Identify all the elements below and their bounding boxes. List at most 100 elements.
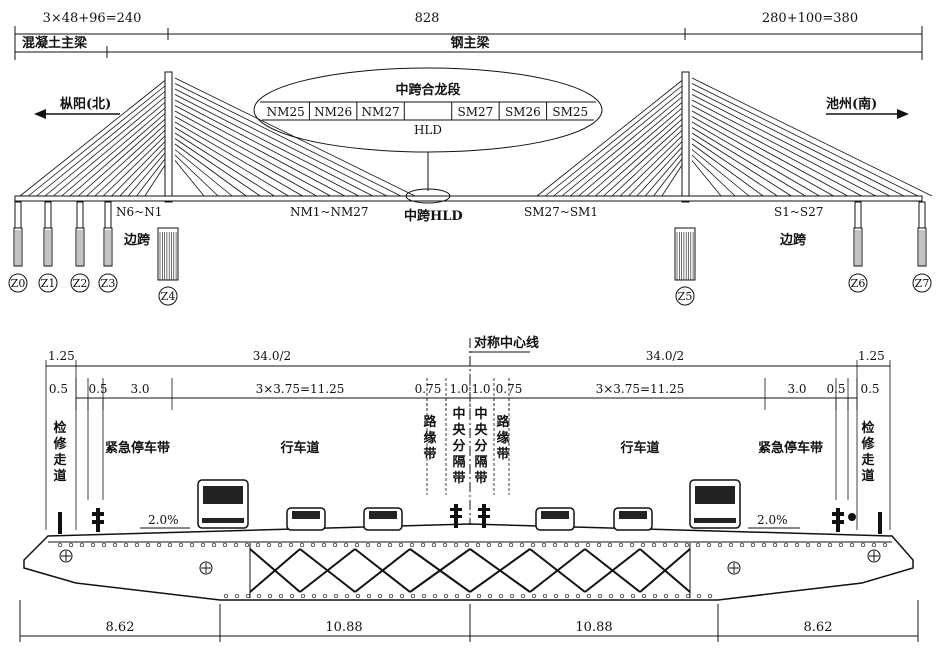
segment-label-s: S1~S27 (774, 205, 823, 219)
stay-cable (691, 88, 905, 197)
bottom-rib (377, 593, 383, 599)
stay-cable (691, 121, 820, 197)
stay-cable (127, 149, 169, 197)
bottom-rib (454, 593, 460, 599)
dim-main-span: 828 (415, 11, 440, 26)
pier-column (854, 201, 862, 229)
centerline-label: 对称中心线 (474, 335, 539, 351)
stay-cable (578, 105, 686, 197)
pier-marker (38, 273, 58, 293)
bottom-rib (289, 593, 295, 599)
stay-cable (691, 77, 933, 197)
box-girder-outline (23, 523, 914, 601)
side-span-label-south: 边跨 (779, 233, 807, 248)
deck-rib (585, 542, 591, 548)
bus-window (695, 486, 735, 504)
median-barrier-beam (450, 508, 462, 511)
stay-cable (691, 110, 848, 197)
bottom-dim-2: 10.88 (575, 620, 612, 635)
edge-dim-left: 1.25 (48, 349, 75, 363)
deck-rib (717, 542, 723, 548)
bottom-rib (399, 593, 405, 599)
stay-cable (36, 88, 169, 197)
deck-rib (882, 542, 888, 548)
sub-dim-left-4: 0.75 (415, 382, 442, 396)
deck-rib (475, 542, 481, 548)
deck-rib (497, 542, 503, 548)
truss-diagonal (529, 548, 586, 593)
pylon-south (681, 71, 690, 203)
bottom-rib (564, 593, 570, 599)
closure-segment-label: NM25 (267, 105, 305, 119)
stay-cable (561, 94, 686, 197)
truss-diagonal (409, 548, 471, 593)
stay-cable (603, 121, 686, 197)
deck-rib (189, 542, 195, 548)
stay-cable (636, 143, 686, 197)
deck-rib (101, 542, 107, 548)
north-arrow-icon (34, 109, 46, 119)
segment-label-n: N6~N1 (116, 205, 162, 219)
deck-rib (519, 542, 525, 548)
deck-rib (640, 542, 646, 548)
guardrail-beam (92, 520, 104, 524)
stay-cable (691, 160, 722, 197)
deck-rib (211, 542, 217, 548)
bottom-rib (663, 593, 669, 599)
pier-marker (70, 273, 90, 293)
segment-label-sm: SM27~SM1 (524, 205, 598, 219)
deck-rib (673, 542, 679, 548)
elevation-view: 3×48+96=240 828 280+100=380 混凝土主梁 钢主梁 枞阳… (8, 11, 933, 306)
deck-rib (156, 542, 162, 548)
deck-rib (662, 542, 668, 548)
pier-marker (912, 273, 932, 293)
bottom-rib (256, 593, 262, 599)
stay-cable (174, 99, 359, 197)
stay-cable (174, 121, 303, 197)
deck-rib (552, 542, 558, 548)
pier-marker (98, 273, 118, 293)
bottom-rib (465, 593, 471, 599)
deck-rib (57, 542, 63, 548)
pier-label: Z0 (11, 277, 26, 290)
deck-rib (310, 542, 316, 548)
deck-rib (827, 542, 833, 548)
deck-rib (255, 542, 261, 548)
bottom-rib (652, 593, 658, 599)
side-span-label-north: 边跨 (123, 233, 151, 248)
stay-cable (691, 94, 890, 197)
stay-cable (644, 149, 686, 197)
slope-left: 2.0% (148, 513, 179, 527)
bottom-dim-1: 10.88 (325, 620, 362, 635)
bottom-rib (531, 593, 537, 599)
deck-rib (838, 542, 844, 548)
stay-cable (174, 149, 233, 197)
stay-cable (653, 154, 686, 197)
stay-cable (545, 83, 686, 197)
deck-rib (728, 542, 734, 548)
bottom-rib (553, 593, 559, 599)
stay-cable (691, 154, 736, 197)
deck-rib (860, 542, 866, 548)
sub-dim-ticks (45, 360, 891, 530)
stay-cable (691, 105, 862, 197)
closure-segment-label: NM26 (314, 105, 352, 119)
pylon-north (164, 71, 173, 203)
pier-marker (675, 286, 695, 306)
deck-rib (541, 542, 547, 548)
deck-girder (14, 195, 923, 202)
stay-cable (595, 116, 686, 197)
bottom-rib (542, 593, 548, 599)
maintenance-walkway-right: 检修走道 (860, 420, 875, 484)
railing-post (58, 512, 62, 534)
stay-cable (174, 143, 247, 197)
deck-rib (145, 542, 151, 548)
stay-cable (691, 138, 778, 197)
stay-cable (174, 105, 345, 197)
stay-cable (94, 127, 169, 197)
pier-column (918, 201, 926, 229)
sub-dim-left-1: 0.5 (88, 382, 107, 396)
